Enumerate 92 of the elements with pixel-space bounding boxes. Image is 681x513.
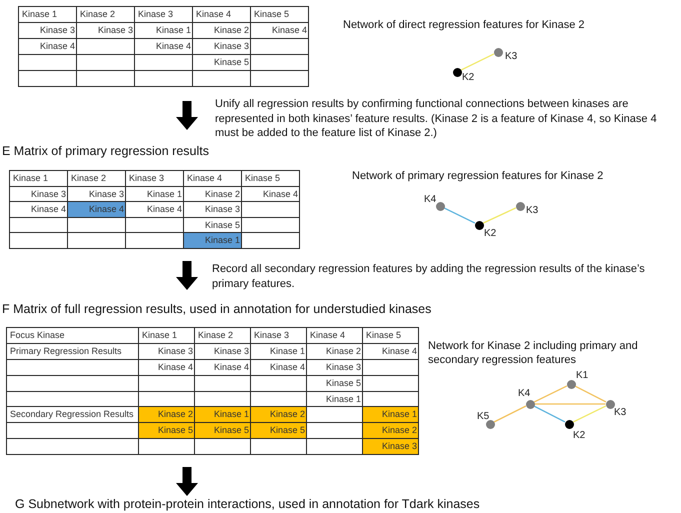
table-cell: Kinase 2 [195, 328, 251, 344]
table-cell: Kinase 3 [184, 202, 242, 218]
network-node [452, 68, 462, 76]
network-edge [572, 405, 606, 423]
highlighted-cell: Kinase 3 [363, 439, 419, 456]
network-node [516, 202, 524, 210]
description-text: Unify all regression results by confirming functional connections between kinases are represented in both kinases’ feature results. (Kinase 2 is a feature of Kinase 4, so Kinase 4 must be added to the feature list of Kinase 2.) [215, 97, 658, 140]
network-node [494, 48, 502, 56]
table-cell: Kinase 4 [307, 328, 363, 344]
node-label: K2 [484, 228, 496, 240]
table-cell: Kinase 3 [307, 360, 363, 376]
highlighted-cell: Kinase 5 [251, 423, 307, 440]
description-text: Record all secondary regression features by adding the regression results of the kinase’s primary features. [212, 262, 646, 291]
table-cell: Focus Kinase [7, 328, 139, 344]
network-node [474, 220, 484, 230]
table-cell: Kinase 4 [363, 344, 419, 360]
highlighted-cell: Kinase 5 [139, 423, 195, 440]
node-label: K3 [526, 205, 538, 217]
table-cell: Kinase 2 [307, 344, 363, 360]
highlighted-cell: Kinase 5 [195, 423, 251, 440]
table-cell: Kinase 5 [242, 171, 300, 187]
network-edge [482, 207, 516, 224]
highlighted-cell: Kinase 2 [251, 407, 307, 424]
network-node [486, 420, 494, 428]
table-cell: Kinase 5 [307, 376, 363, 392]
table-cell: Kinase 3 [10, 186, 68, 202]
table-cell: Kinase 2 [193, 23, 251, 39]
table-cell: Kinase 4 [242, 186, 300, 202]
table-cell: Kinase 4 [135, 39, 193, 55]
table-cell: Kinase 5 [251, 7, 309, 23]
highlighted-cell: Kinase 1 [184, 233, 242, 249]
node-label: K3 [505, 51, 518, 63]
node-label: K2 [573, 430, 586, 442]
table-cell: Kinase 1 [126, 186, 184, 202]
network-edge [534, 405, 566, 423]
table-cell: Kinase 4 [251, 23, 309, 39]
table-cell: Kinase 2 [68, 171, 126, 187]
highlighted-cell: Kinase 1 [363, 407, 419, 424]
table-cell: Kinase 3 [251, 328, 307, 344]
highlighted-cell: Kinase 4 [68, 202, 126, 218]
table-cell: Kinase 3 [126, 171, 184, 187]
table-cell: Kinase 4 [126, 202, 184, 218]
table-cell: Secondary Regression Results [7, 407, 139, 424]
table-cell: Kinase 3 [139, 344, 195, 360]
network-node [564, 420, 574, 428]
section-heading: G Subnetwork with protein-protein interactions, used in annotation for Tdark kinases [15, 497, 480, 512]
network-node [526, 400, 534, 408]
table-cell: Kinase 1 [139, 328, 195, 344]
network-node [606, 400, 614, 408]
node-label: K2 [462, 72, 474, 84]
node-label: K4 [518, 388, 530, 400]
highlighted-cell: Kinase 2 [363, 423, 419, 440]
table-cell: Kinase 3 [195, 344, 251, 360]
network-edge [574, 385, 606, 403]
network-edge [494, 405, 526, 423]
section-heading: F Matrix of full regression results, used in annotation for understudied kinases [2, 302, 432, 317]
table-cell: Kinase 1 [19, 7, 77, 23]
node-label: K3 [614, 407, 626, 419]
network-node [436, 202, 444, 210]
network-node [566, 380, 576, 388]
node-label: K4 [424, 194, 436, 206]
highlighted-cell: Kinase 1 [195, 407, 251, 424]
network-title: Network of direct regression features for Kinase 2 [343, 19, 585, 32]
table-cell: Kinase 4 [184, 171, 242, 187]
table-cell: Primary Regression Results [7, 344, 139, 360]
table-cell: Kinase 1 [251, 344, 307, 360]
table-cell: Kinase 1 [10, 171, 68, 187]
network-edge [460, 53, 494, 71]
network-edge [534, 403, 606, 405]
table-cell: Kinase 1 [307, 392, 363, 408]
table-cell: Kinase 4 [195, 360, 251, 376]
network-title: Network for Kinase 2 including primary and secondary regression features [428, 340, 639, 367]
table-cell: Kinase 2 [77, 7, 135, 23]
table-cell: Kinase 4 [251, 360, 307, 376]
highlighted-cell: Kinase 2 [139, 407, 195, 424]
node-label: K5 [477, 411, 490, 423]
network-title: Network of primary regression features for Kinase 2 [352, 170, 604, 184]
table-cell: Kinase 3 [135, 7, 193, 23]
table-cell: Kinase 5 [193, 55, 251, 71]
table-cell: Kinase 4 [193, 7, 251, 23]
table-cell: Kinase 5 [363, 328, 419, 344]
table-cell: Kinase 3 [193, 39, 251, 55]
table-cell: Kinase 2 [184, 186, 242, 202]
table-cell: Kinase 4 [139, 360, 195, 376]
table-cell: Kinase 3 [19, 23, 77, 39]
network-edge [444, 207, 476, 224]
table-cell: Kinase 3 [77, 23, 135, 39]
table-cell: Kinase 1 [135, 23, 193, 39]
table-cell: Kinase 4 [19, 39, 77, 55]
section-heading: E Matrix of primary regression results [2, 144, 210, 159]
network-edge [534, 385, 568, 403]
node-label: K1 [576, 370, 588, 382]
